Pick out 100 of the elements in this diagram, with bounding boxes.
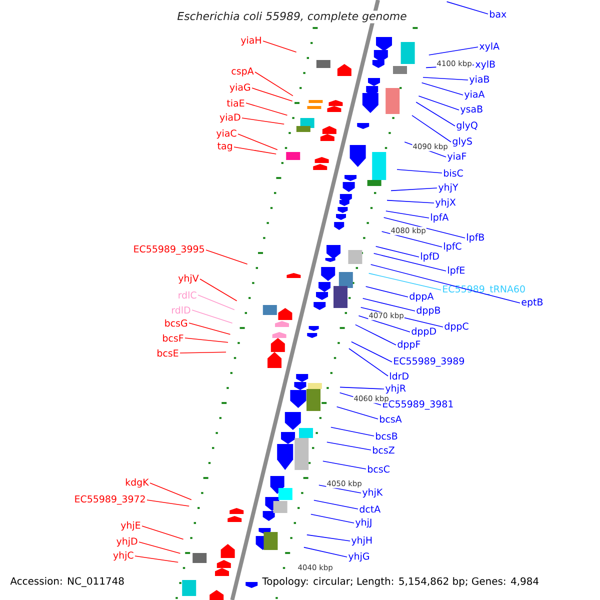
gene-label: bisC	[444, 169, 463, 177]
gene-label: bcsA	[380, 415, 402, 423]
leader-line	[238, 134, 278, 150]
leader-line	[365, 286, 408, 298]
leader-line	[412, 115, 452, 142]
gene-label: bcsC	[368, 465, 390, 473]
leader-line	[386, 210, 430, 218]
leader-line	[446, 1, 488, 14]
gene-label: kdgK	[126, 478, 149, 488]
leader-line	[234, 146, 276, 154]
gene-label: yiaF	[448, 152, 466, 162]
gene-label: dppF	[398, 340, 420, 350]
info-text: Topology: circular; Length: 5,154,862 bp; Genes: 4,984	[261, 576, 540, 588]
gene-label: xylA	[479, 42, 500, 52]
gene-label: yiaC	[216, 129, 236, 139]
gene-label: rdlC	[178, 291, 196, 299]
leader-line	[355, 324, 396, 346]
leader-line	[390, 188, 438, 192]
gene-label: lpfB	[467, 233, 484, 243]
leader-line	[373, 253, 446, 272]
gene-label: yhjR	[386, 384, 406, 394]
gene-label: yiaA	[464, 90, 485, 100]
gene-label: cspA	[232, 68, 254, 76]
leader-line	[146, 500, 190, 506]
gene-label: yhjG	[348, 552, 369, 562]
gene-label: dppA	[410, 292, 434, 302]
leader-line	[336, 406, 378, 420]
leader-line	[368, 272, 442, 290]
gene-label: dppB	[416, 306, 440, 316]
gene-label: EC55989_3995	[134, 245, 204, 255]
gene-label: lpfD	[421, 252, 439, 262]
leader-line	[180, 352, 226, 354]
gene-label: dppC	[444, 322, 468, 332]
leader-line	[386, 200, 434, 204]
title: Escherichia coli 55989, complete genome	[176, 10, 408, 24]
gene-label: dctA	[360, 505, 381, 513]
leader-line	[422, 77, 468, 80]
gene-label: yiaD	[220, 113, 240, 123]
leader-line	[383, 217, 466, 238]
leader-line	[418, 96, 460, 110]
leader-line	[375, 246, 420, 258]
leader-line	[381, 231, 442, 248]
gene-label: lpfA	[431, 213, 449, 223]
gene-label: ysaB	[460, 106, 482, 114]
gene-label: xylB	[475, 60, 495, 70]
leader-line	[142, 526, 184, 540]
leader-line	[200, 278, 238, 302]
leader-line	[326, 442, 372, 450]
gene-label: rdlD	[172, 306, 190, 314]
gene-label: yiaB	[470, 75, 490, 85]
gene-label: bcsE	[158, 349, 178, 357]
leader-line	[351, 341, 392, 362]
leader-line	[358, 315, 410, 332]
gene-label: ldrD	[390, 372, 408, 380]
leader-line	[188, 322, 231, 335]
gene-label: yhjC	[113, 551, 134, 561]
leader-line	[348, 348, 388, 376]
leader-line	[254, 72, 294, 96]
gene-label: yhjE	[120, 521, 140, 531]
leader-line	[304, 546, 348, 558]
gene-label: lpfE	[448, 266, 465, 276]
gene-label: yhjV	[178, 274, 199, 284]
leader-line	[396, 169, 442, 174]
gene-label: yhjH	[351, 536, 372, 546]
gene-label: EC55989_3972	[75, 495, 145, 505]
leader-line	[340, 386, 384, 390]
leader-line	[138, 542, 181, 554]
gene-label: lpfC	[444, 242, 462, 252]
gene-label: tag	[218, 142, 232, 152]
info-text: Accession: NC_011748	[9, 576, 126, 588]
leader-line	[306, 534, 350, 542]
leader-line	[246, 102, 288, 116]
leader-line	[314, 500, 358, 510]
leader-line	[428, 46, 478, 56]
leader-line	[370, 264, 520, 304]
leader-line	[322, 460, 366, 470]
leader-line	[416, 102, 456, 126]
leader-line	[362, 298, 416, 312]
gene-label: bcsZ	[373, 446, 394, 454]
leader-line	[330, 426, 374, 436]
gene-label: yiaH	[240, 36, 261, 46]
gene-label: yhjY	[438, 183, 458, 193]
gene-label: glyQ	[456, 121, 478, 131]
gene-label: yhjX	[436, 198, 456, 208]
gene-label: glyS	[452, 137, 472, 147]
leader-line	[184, 338, 228, 343]
leader-line	[262, 40, 297, 52]
gene-label: bcsB	[376, 432, 398, 440]
gene-label: yhjK	[362, 488, 383, 498]
gene-label: dppD	[412, 327, 436, 337]
gene-label: tiaE	[226, 99, 244, 107]
leader-line	[134, 556, 178, 563]
gene-label: yhjD	[116, 537, 138, 547]
leader-line	[150, 482, 192, 500]
leader-line	[252, 88, 293, 102]
leader-line	[310, 514, 354, 524]
gene-label: eptB	[522, 298, 543, 308]
gene-label: bcsF	[163, 334, 184, 342]
gene-label: EC55989_3989	[394, 357, 464, 367]
gene-label: bax	[490, 10, 506, 18]
